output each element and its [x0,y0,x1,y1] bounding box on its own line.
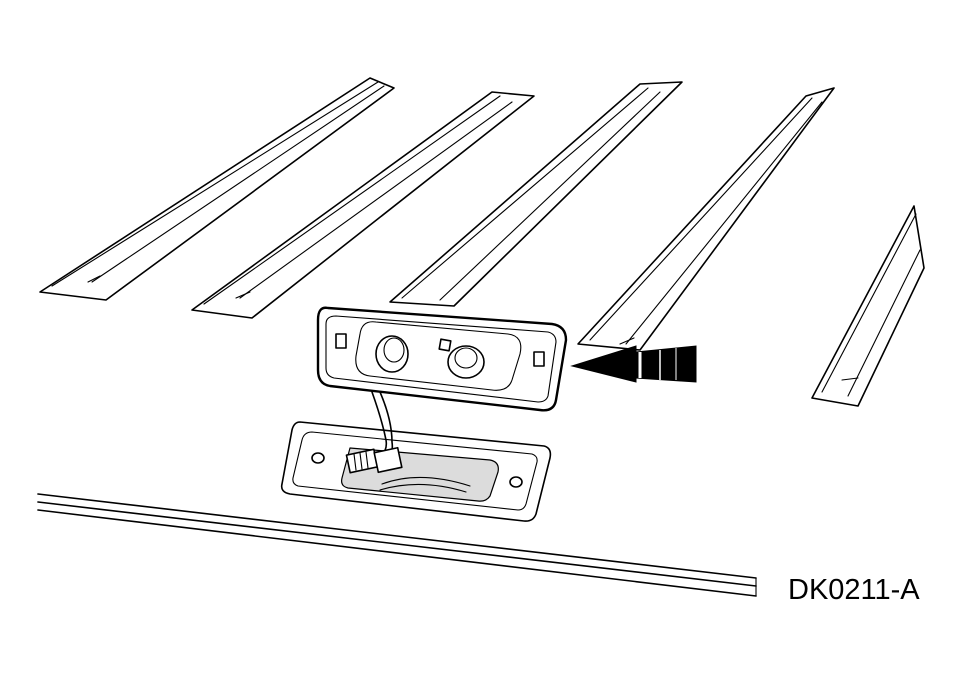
bulb-socket [375,335,409,373]
wire-connector [345,446,403,474]
lamp-mounting-base [280,421,552,522]
screw-hole [509,476,523,488]
cargo-lamp-housing [316,306,568,412]
roof-rib [389,81,683,307]
screw-hole [311,452,325,464]
housing-clip [335,333,347,349]
roof-ribs [39,77,925,407]
figure-code: DK0211-A [788,574,920,606]
roof-rib [39,77,395,301]
roof-rib [811,205,925,407]
arrow-icon [570,345,697,383]
roof-rib [191,91,535,319]
bulb-socket [447,345,485,379]
roof-rib [577,87,835,351]
wire-harness [345,343,403,474]
roof-rail [37,493,757,597]
housing-clip [533,351,545,367]
